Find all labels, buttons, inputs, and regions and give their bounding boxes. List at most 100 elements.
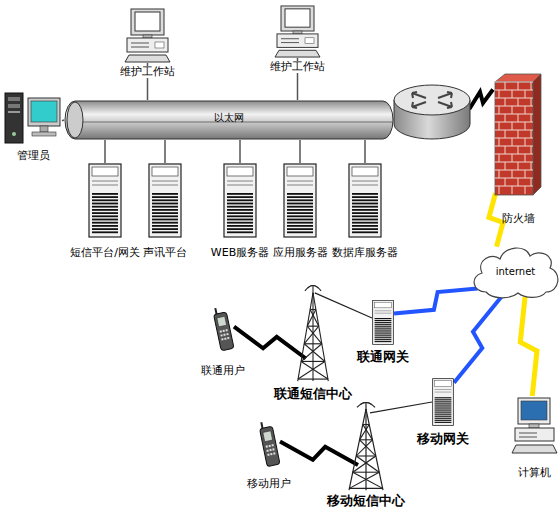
server-symbol: [287, 231, 313, 233]
server-symbol: [375, 330, 392, 331]
phone-symbol: [217, 316, 227, 326]
phone-symbol: [260, 426, 280, 467]
tower-symbol: [349, 472, 379, 488]
workstation-symbol: [285, 9, 310, 27]
phone-symbol: [269, 449, 271, 451]
tower-symbol: [298, 378, 328, 379]
admin-symbol: [4, 90, 62, 146]
server-symbol: [352, 193, 378, 195]
router-top: [394, 85, 470, 115]
server-symbol: [435, 389, 452, 390]
firewall-symbol: [518, 146, 519, 154]
firewall-symbol: [505, 114, 506, 122]
server-symbol: [435, 418, 452, 419]
phone-symbol: [220, 330, 222, 332]
server-symbol: [287, 203, 313, 205]
server-symbol: [352, 225, 378, 227]
server-symbol: [88, 163, 122, 238]
server-symbol: [287, 181, 313, 182]
server-symbol: [284, 164, 316, 237]
wan-link: [394, 90, 493, 121]
server-symbol: [352, 199, 378, 201]
sms-center: 移动短信中心: [346, 402, 386, 492]
server-symbol: [152, 209, 178, 211]
firewall-symbol: [499, 154, 500, 162]
admin-symbol: [40, 126, 48, 132]
phone-symbol: [258, 420, 280, 468]
firewall-symbol: [495, 170, 533, 171]
firewall-symbol: [505, 162, 506, 170]
node-label: 移动短信中心: [327, 494, 405, 508]
bus-drop: [164, 140, 166, 163]
firewall-symbol: [525, 90, 526, 98]
firewall-symbol: [518, 98, 519, 106]
node-label: 计算机: [518, 467, 551, 479]
server-symbol: [224, 164, 256, 237]
tower-symbol: [353, 472, 379, 473]
server-symbol: [435, 416, 452, 417]
server-symbol: [287, 167, 313, 176]
firewall-symbol: [499, 90, 500, 98]
server-node: 应用服务器: [283, 163, 317, 238]
firewall-node: 防火墙: [493, 72, 543, 197]
node-label: 联通用户: [201, 365, 245, 377]
firewall-symbol: [495, 82, 533, 195]
server-symbol: [287, 228, 313, 230]
firewall-symbol: [505, 146, 506, 154]
firewall-symbol: [505, 130, 506, 138]
server-symbol: [283, 163, 317, 238]
bus-drop: [104, 140, 106, 163]
admin-node: 管理员: [4, 90, 62, 146]
firewall-symbol: [495, 82, 533, 83]
lightning-link: [489, 193, 503, 246]
firewall-symbol: [531, 98, 532, 106]
server-symbol: [375, 320, 392, 321]
tower-symbol: [353, 456, 376, 472]
server-symbol: [152, 222, 178, 224]
phone-symbol: [223, 330, 225, 332]
node-label: WEB服务器: [211, 247, 269, 259]
server-symbol: [227, 181, 253, 182]
server-symbol: [432, 378, 454, 426]
server-symbol: [435, 420, 452, 421]
firewall-symbol: [505, 98, 506, 106]
tower-symbol: [360, 440, 376, 456]
server-symbol: [283, 163, 317, 238]
tower-symbol: [307, 326, 322, 344]
workstation-symbol: [131, 9, 164, 35]
router-body: [394, 100, 470, 139]
server-symbol: [435, 409, 452, 410]
phone-symbol: [212, 306, 234, 352]
admin-symbol: [12, 132, 16, 136]
phone-symbol: [266, 449, 268, 451]
firewall-symbol: [495, 146, 533, 147]
phone-symbol: [271, 444, 273, 446]
phone-symbol: [225, 329, 227, 331]
pipe-symbol: [67, 102, 83, 138]
admin-symbol: [8, 111, 20, 113]
server-symbol: [152, 215, 178, 217]
server-symbol: [227, 228, 253, 230]
workstation-symbol: [277, 34, 318, 47]
workstation-symbol: [275, 5, 320, 58]
ethernet-bus: 以太网: [64, 100, 394, 140]
server-symbol: [92, 167, 118, 176]
bus-drop: [62, 119, 64, 121]
workstation-node: 维护工作站: [125, 8, 170, 63]
firewall-symbol: [495, 154, 533, 155]
firewall-symbol: [531, 146, 532, 154]
phone-symbol: [273, 452, 275, 454]
server-symbol: [92, 199, 118, 201]
server-symbol: [149, 164, 181, 237]
computer-symbol: [521, 401, 547, 420]
server-symbol: [227, 209, 253, 211]
server-symbol: [375, 335, 392, 336]
internet-cloud: internet: [468, 242, 560, 300]
tower-symbol: [301, 361, 325, 362]
phone-symbol: [258, 420, 280, 467]
server-symbol: [352, 181, 378, 182]
tower-symbol: [353, 472, 383, 488]
tower-symbol: [360, 439, 373, 440]
server-node: 数据库服务器: [348, 163, 382, 238]
